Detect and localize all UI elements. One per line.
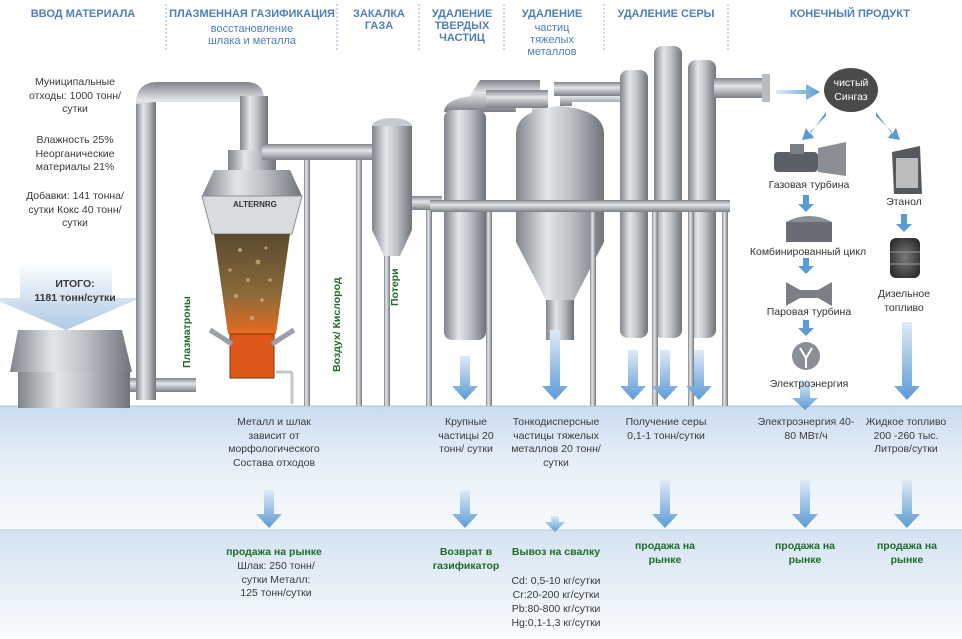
output-power: Электроэнергия 40-80 МВт/ч [757,416,855,442]
gas-turbine-icon [774,142,846,176]
flow-arrows [256,322,920,532]
syngas-pipe [262,144,382,406]
label-combined-cycle: Комбинированный цикл [749,246,867,258]
label-electricity: Электроэнергия [769,378,849,390]
output-metal-slag: Металл и шлак зависит от морфологическог… [228,416,320,469]
syngas-node: чистый Сингаз [824,68,878,112]
label-plasmatrons: Плазматроны [181,296,193,368]
output-sulfur: Получение серы 0,1-1 тонн/сутки [625,416,707,442]
dest-market-fuel: продажа на рынке [876,540,938,566]
sulfur-columns [430,46,770,406]
dest-landfill-cr: Cr:20-200 кг/сутки [512,589,600,601]
dest-market-slag-detail: Шлак: 250 тонн/сутки Металл: 125 тонн/су… [237,560,315,599]
input-waste: Муниципальные отходы: 1000 тонн/сутки [29,76,121,115]
ethanol-icon [892,146,922,194]
header-product: КОНЕЧНЫЙ ПРОДУКТ [790,8,910,20]
input-additives: Добавки: 141 тонна/сутки Кокс 40 тонн/су… [26,190,124,229]
input-total-label: ИТОГО: [55,278,95,290]
quench-vessel [372,118,442,406]
steam-turbine-icon [786,282,832,306]
plasma-gasifier [201,150,303,404]
feed-hopper [10,330,196,408]
heavy-metal-scrubber [516,82,626,406]
label-diesel: Дизельное топливо [877,288,931,314]
dest-market-power: продажа на рынке [774,540,836,566]
feed-pipe [136,82,268,400]
header-sulfur: УДАЛЕНИЕ СЕРЫ [617,8,715,20]
brand-logo: ALTERNRG [233,200,277,209]
label-steam-turbine: Паровая турбина [766,306,852,318]
diesel-barrel-icon [890,238,920,278]
header-metals: УДАЛЕНИЕ частиц тяжелых металлов [512,8,592,58]
input-total-value: 1181 тонн/сутки [34,292,116,304]
output-fine: Тонкодисперсные частицы тяжелых металлов… [511,416,601,469]
label-losses: Потери [389,268,401,306]
output-fuel: Жидкое топливо 200 -260 тыс. Литров/сутк… [865,416,947,455]
label-ethanol: Этанол [886,196,922,208]
header-gasification-title: ПЛАЗМЕННАЯ ГАЗИФИКАЦИЯ [169,8,335,20]
output-coarse: Крупные частицы 20 тонн/ сутки [438,416,494,455]
input-humidity: Влажность 25% Неорганические материалы 2… [35,134,115,173]
dest-market-slag-title: продажа на рынке [226,546,322,558]
label-air-oxygen: Воздух/ Кислород [331,277,343,372]
header-gasification: ПЛАЗМЕННАЯ ГАЗИФИКАЦИЯ восстановление шл… [168,8,336,47]
header-solids: УДАЛЕНИЕ ТВЕРДЫХ ЧАСТИЦ [431,8,493,44]
dest-market-sulfur: продажа на рынке [634,540,696,566]
particle-separator [444,80,548,406]
header-input: ВВОД МАТЕРИАЛА [30,8,136,20]
header-metals-sub: частиц тяжелых металлов [527,22,577,58]
label-gas-turbine: Газовая турбина [768,179,850,191]
dest-landfill-hg: Hg:0,1-1,3 кг/сутки [511,617,601,629]
dest-return: Возврат в газификатор [432,546,500,572]
dest-landfill-title: Вывоз на свалку [511,546,601,558]
header-gasification-sub: восстановление шлака и металла [207,23,297,47]
electricity-icon [792,342,820,370]
dest-landfill-pb: Pb:80-800 кг/сутки [511,603,601,615]
header-metals-title: УДАЛЕНИЕ [521,8,583,20]
input-arrow [0,262,140,330]
combined-cycle-icon [786,216,832,242]
dest-landfill-cd: Cd: 0,5-10 кг/сутки [511,575,601,587]
header-quench: ЗАКАЛКА ГАЗА [352,8,405,32]
